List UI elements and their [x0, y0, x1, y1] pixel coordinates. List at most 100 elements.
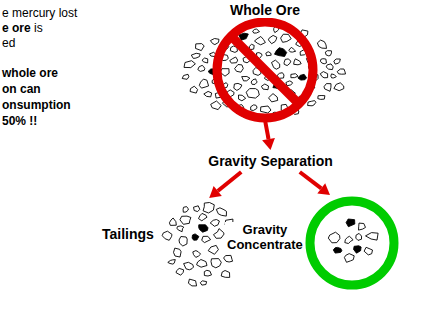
ore-particle [197, 260, 207, 268]
ore-particle [169, 218, 176, 225]
note-line: whole ore [2, 66, 58, 80]
ore-particle [272, 60, 280, 69]
ore-particle [168, 260, 176, 265]
ore-particle [320, 59, 326, 64]
ore-particle [214, 229, 225, 239]
ore-particle [203, 203, 214, 214]
ore-particle [192, 234, 199, 240]
node-label: Gravity Separation [206, 153, 335, 169]
ore-particle [180, 216, 191, 224]
ore-particle [356, 233, 362, 240]
ore-particle [333, 247, 342, 253]
ore-particle [234, 83, 242, 90]
ore-particle [199, 225, 208, 232]
ore-particle [364, 247, 372, 255]
prohibition-slash [231, 36, 299, 104]
ore-particle [275, 48, 287, 57]
ore-particle [334, 59, 341, 64]
ore-particle [291, 74, 298, 78]
ore-particle [269, 94, 278, 102]
ore-particle [346, 219, 355, 227]
ore-particle [317, 40, 326, 48]
highlight-ring [310, 201, 394, 285]
arrow-head [262, 138, 275, 150]
ore-particle [261, 84, 268, 90]
process-node: Gravity Separation [204, 150, 337, 172]
note-text: e ore [2, 21, 31, 35]
process-node: Tailings [100, 198, 240, 288]
arrow-shaft [265, 120, 269, 139]
note-text: e mercury lost [2, 6, 77, 20]
note-line: e ore is [2, 21, 43, 35]
ore-particle [266, 52, 271, 56]
note-line: on can [2, 82, 41, 96]
ore-particle [242, 77, 250, 81]
ore-particle [328, 232, 340, 243]
ore-particle [190, 86, 198, 93]
ore-particle [326, 64, 333, 70]
note-text: whole ore [2, 66, 58, 80]
ore-particle [318, 96, 325, 100]
ore-particle [177, 226, 184, 232]
arrow-shaft [218, 172, 241, 191]
ore-particle [202, 58, 208, 63]
note-text: ed [2, 36, 15, 50]
flow-arrow [262, 120, 275, 150]
ore-particle [337, 69, 345, 74]
ore-particle [200, 281, 206, 285]
ore-particle [179, 237, 187, 247]
ore-particle [204, 270, 211, 276]
note-text: is [34, 21, 43, 35]
ore-particle [202, 236, 211, 242]
ore-particle [188, 279, 196, 286]
ore-particle [210, 220, 219, 227]
ore-particle [183, 207, 188, 213]
ore-particle [199, 79, 208, 88]
ore-particle [345, 236, 353, 243]
flow-arrow [300, 172, 330, 195]
ore-particle [289, 47, 296, 52]
ore-particle [261, 106, 272, 113]
ore-particle [354, 246, 362, 253]
ore-particle [230, 57, 238, 63]
ore-particle [211, 259, 221, 268]
note-line: onsumption [2, 98, 71, 112]
ore-particle [308, 101, 316, 106]
ore-particle [194, 206, 200, 212]
ore-particle [246, 89, 259, 99]
ore-particle [174, 248, 182, 257]
node-label: Tailings [100, 226, 156, 242]
ore-particle [284, 59, 291, 66]
note-text: on can [2, 82, 41, 96]
ore-particle [191, 53, 200, 58]
prohibition-circle [217, 22, 313, 118]
ore-particle [239, 95, 246, 101]
ore-particle [184, 61, 195, 68]
ore-particle [281, 34, 292, 42]
ore-particle [162, 231, 172, 240]
ore-particle [320, 72, 327, 78]
ore-particle [344, 254, 354, 263]
ore-particle [359, 223, 366, 230]
process-node: Gravity Concentrate [225, 195, 400, 292]
ore-particle [184, 262, 194, 270]
ore-particle [198, 65, 205, 71]
arrow-shaft [300, 172, 321, 188]
ore-particle [196, 44, 205, 51]
ore-particle [324, 84, 331, 92]
ore-particle [298, 74, 307, 80]
ore-particle [216, 208, 226, 216]
ore-particle [199, 213, 208, 220]
ore-particle [251, 105, 257, 111]
note-text: 50% !! [2, 114, 37, 128]
ore-particle [286, 81, 293, 86]
ore-particle [334, 83, 344, 91]
note-line: e mercury lost [2, 6, 77, 20]
ore-particle [204, 91, 212, 97]
ore-particle [210, 39, 219, 45]
note-text: onsumption [2, 98, 71, 112]
node-label: Whole Ore [228, 2, 302, 18]
ore-particle [251, 79, 257, 85]
note-line: 50% !! [2, 114, 37, 128]
ore-particle [211, 101, 222, 110]
